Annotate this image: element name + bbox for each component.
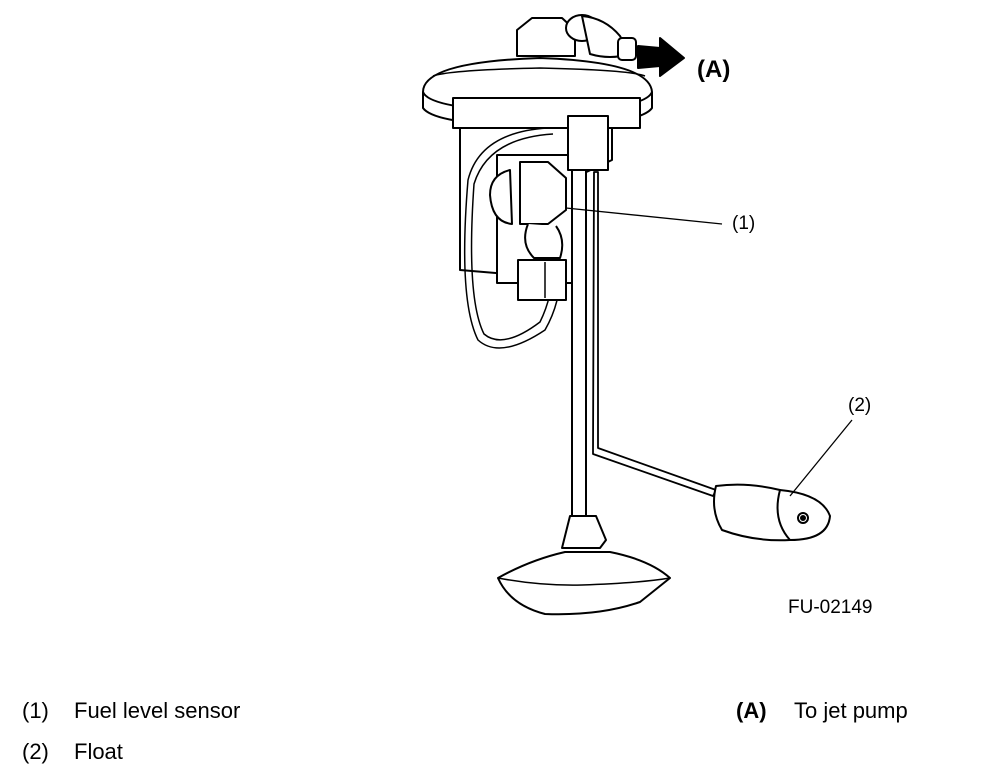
callout-1: (1) (732, 213, 756, 234)
float (713, 483, 831, 542)
legend-key: (2) (22, 739, 49, 764)
legend-key: (A) (736, 698, 767, 723)
legend-item-float: (2) Float (22, 741, 123, 763)
legend-label: To jet pump (794, 698, 908, 723)
wire-harness (463, 127, 562, 349)
float-arm (592, 171, 717, 497)
legend-label: Float (74, 739, 123, 764)
leader-lines (565, 207, 853, 497)
jet-pump-arrow (637, 37, 685, 77)
callout-2: (2) (848, 395, 872, 416)
legend-key: (1) (22, 698, 49, 723)
figure-code: FU-02149 (788, 597, 873, 618)
legend-label: Fuel level sensor (74, 698, 241, 723)
support-rod (571, 169, 587, 517)
fuel-level-sensor (489, 161, 567, 301)
sensor-bracket (567, 115, 609, 171)
legend-item-fuel-level-sensor: (1) Fuel level sensor (22, 700, 240, 722)
outlet-connector (516, 14, 637, 61)
callout-a: (A) (697, 56, 731, 83)
legend-item-to-jet-pump: (A) To jet pump (736, 700, 908, 722)
suction-filter (497, 515, 671, 616)
